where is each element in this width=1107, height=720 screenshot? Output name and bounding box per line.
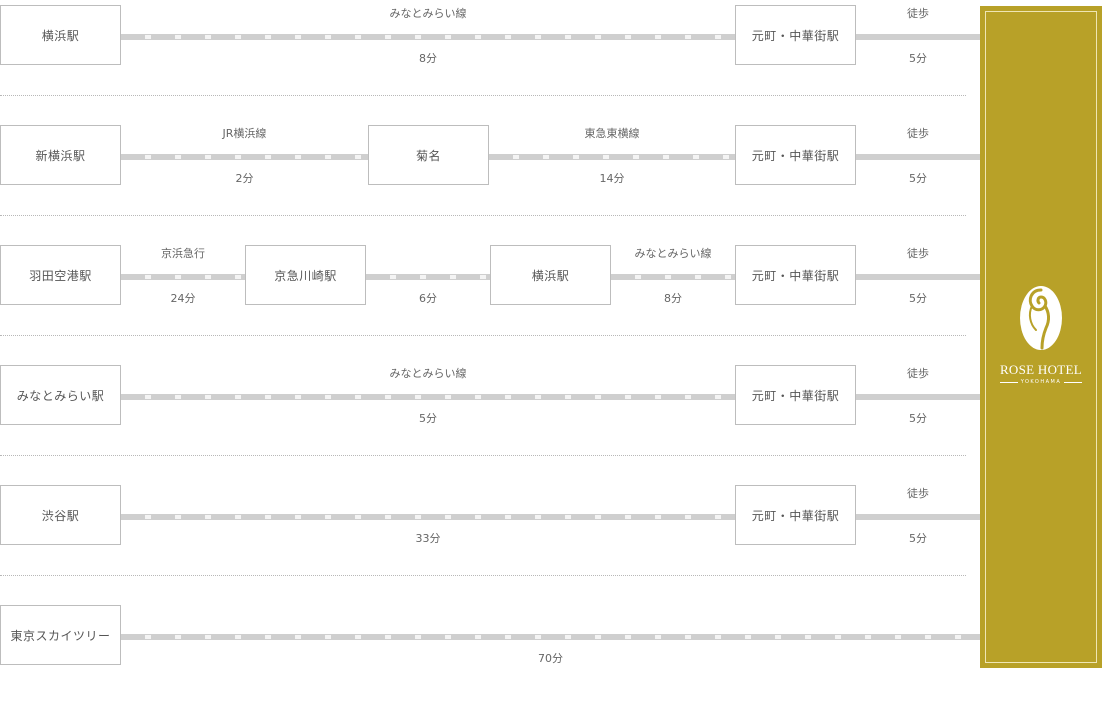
station-final: 元町・中華街駅 (735, 365, 856, 425)
rail-track (121, 514, 735, 520)
line-label: みなとみらい線 (389, 7, 467, 20)
route-shin-yokohama: 新横浜駅 JR横浜線 2分 菊名 東急東横線 14分 元町・中華街駅 徒歩 5分 (0, 120, 980, 240)
walk-path (856, 394, 980, 400)
walk-path (856, 514, 980, 520)
line-label: みなとみらい線 (389, 367, 467, 380)
travel-time: 8分 (664, 292, 682, 305)
walk-path (856, 34, 980, 40)
travel-time: 2分 (235, 172, 254, 185)
station-final: 元町・中華街駅 (735, 245, 856, 305)
line-label: みなとみらい線 (634, 247, 712, 260)
station-final: 元町・中華街駅 (735, 5, 856, 65)
travel-time: 33分 (415, 532, 441, 545)
station-transfer: 京急川崎駅 (245, 245, 366, 305)
walk-label: 徒歩 (907, 7, 929, 20)
station-final: 元町・中華街駅 (735, 125, 856, 185)
rail-track (366, 274, 490, 280)
walk-time: 5分 (909, 172, 927, 185)
rose-logo-icon (1020, 286, 1062, 350)
walk-path (856, 274, 980, 280)
walk-label: 徒歩 (907, 367, 929, 380)
travel-time: 8分 (419, 52, 437, 65)
station-transfer: 横浜駅 (490, 245, 611, 305)
line-label: 東急東横線 (584, 127, 640, 140)
station-origin: 羽田空港駅 (0, 245, 121, 305)
rail-track (121, 634, 980, 640)
access-route-diagram: 横浜駅 みなとみらい線 8分 元町・中華街駅 徒歩 5分 新横浜駅 JR横浜線 … (0, 0, 1107, 672)
travel-time: 5分 (419, 412, 437, 425)
rail-track (121, 154, 368, 160)
travel-time: 70分 (538, 652, 563, 665)
travel-time: 24分 (170, 292, 196, 305)
walk-label: 徒歩 (907, 487, 929, 500)
rail-track (489, 154, 735, 160)
route-minatomirai: みなとみらい駅 みなとみらい線 5分 元町・中華街駅 徒歩 5分 (0, 360, 980, 480)
travel-time: 6分 (419, 292, 437, 305)
hotel-name: ROSE HOTEL (999, 362, 1083, 377)
hotel-logo: ROSE HOTEL YOKOHAMA (980, 284, 1102, 385)
station-origin: 横浜駅 (0, 5, 121, 65)
walk-path (856, 154, 980, 160)
route-divider (0, 575, 966, 576)
station-origin: 渋谷駅 (0, 485, 121, 545)
walk-label: 徒歩 (907, 247, 929, 260)
line-label: JR横浜線 (222, 127, 267, 140)
rail-track (611, 274, 735, 280)
walk-label: 徒歩 (907, 127, 929, 140)
route-shibuya: 渋谷駅 33分 元町・中華街駅 徒歩 5分 (0, 480, 980, 600)
walk-time: 5分 (909, 532, 927, 545)
rail-track (121, 34, 735, 40)
station-origin: みなとみらい駅 (0, 365, 121, 425)
route-divider (0, 455, 966, 456)
travel-time: 14分 (599, 172, 625, 185)
line-label: 京浜急行 (161, 247, 205, 260)
hotel-location: YOKOHAMA (980, 379, 1102, 385)
route-divider (0, 335, 966, 336)
walk-time: 5分 (909, 52, 927, 65)
station-final: 元町・中華街駅 (735, 485, 856, 545)
route-divider (0, 95, 966, 96)
rail-track (121, 394, 735, 400)
station-origin: 東京スカイツリー (0, 605, 121, 665)
route-skytree: 東京スカイツリー 70分 (0, 600, 980, 720)
route-divider (0, 215, 966, 216)
rail-track (121, 274, 245, 280)
walk-time: 5分 (909, 292, 927, 305)
route-haneda: 羽田空港駅 京浜急行 24分 京急川崎駅 6分 横浜駅 みなとみらい線 8分 元… (0, 240, 980, 360)
station-transfer: 菊名 (368, 125, 489, 185)
hotel-panel-border (985, 11, 1097, 663)
walk-time: 5分 (909, 412, 927, 425)
station-origin: 新横浜駅 (0, 125, 121, 185)
route-yokohama: 横浜駅 みなとみらい線 8分 元町・中華街駅 徒歩 5分 (0, 0, 980, 120)
hotel-destination-panel: ROSE HOTEL YOKOHAMA (980, 6, 1102, 668)
